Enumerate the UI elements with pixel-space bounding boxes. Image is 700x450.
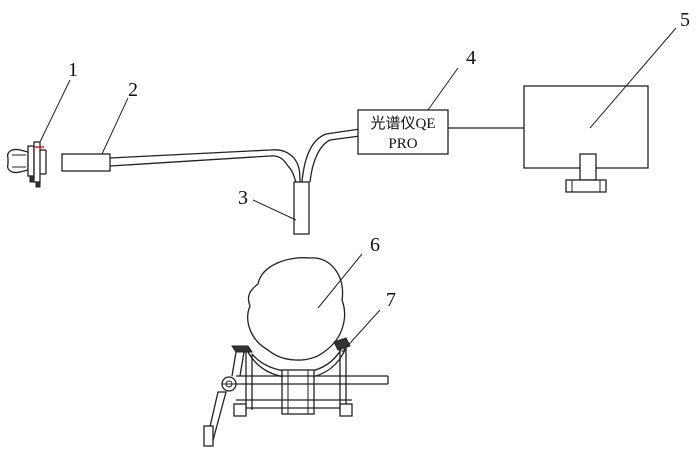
- fiber-probe-icon: [61, 97, 295, 172]
- fruit-holder-icon: [203, 309, 389, 447]
- label-7: 7: [386, 289, 396, 311]
- spectrometer-label-line2: PRO: [388, 136, 417, 152]
- fiber-bundle: [287, 128, 361, 183]
- fruit-icon: [247, 253, 363, 361]
- spectrometer-box: 光谱仪QE PRO: [357, 67, 524, 155]
- label-1: 1: [68, 59, 78, 81]
- label-2: 2: [128, 79, 138, 101]
- spectrometer-label-line1: 光谱仪QE: [371, 115, 436, 132]
- light-source-icon: [6, 79, 71, 188]
- detector-probe-icon: [252, 181, 310, 235]
- label-5: 5: [680, 9, 690, 31]
- computer-monitor-icon: [523, 27, 677, 193]
- label-6: 6: [370, 234, 380, 256]
- label-4: 4: [466, 47, 476, 69]
- label-3: 3: [238, 187, 248, 209]
